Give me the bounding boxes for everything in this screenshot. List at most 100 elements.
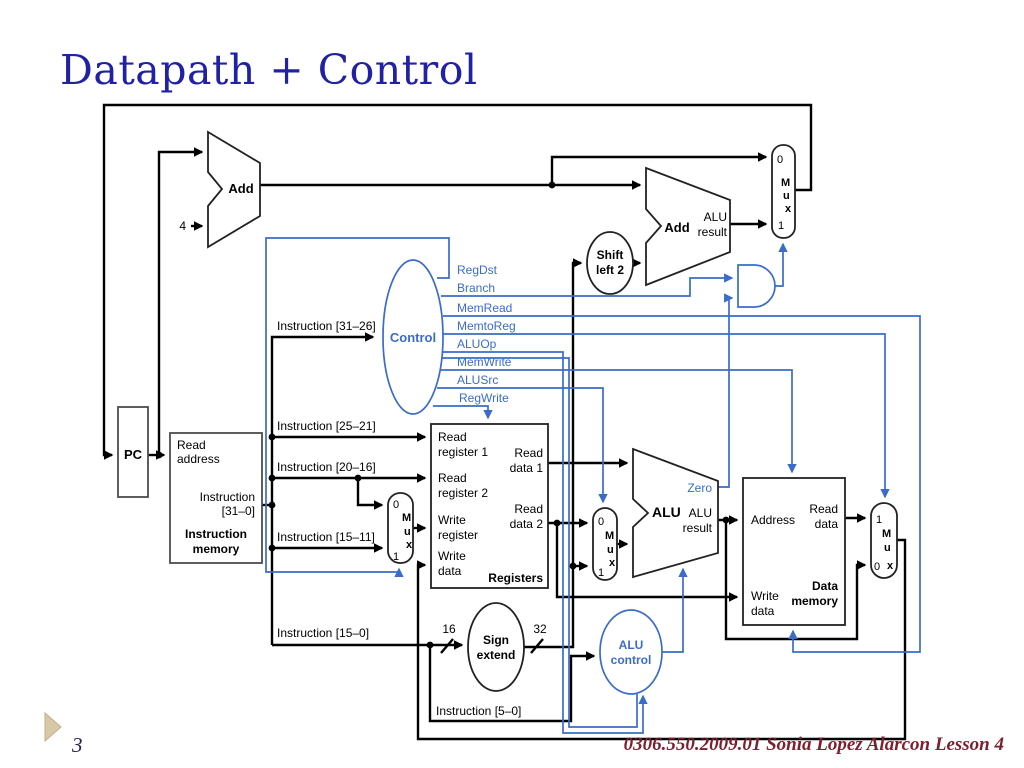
junction-dot <box>268 433 276 441</box>
junction-dot <box>155 451 163 459</box>
junction-dot <box>268 474 276 482</box>
signext-label1: Sign <box>483 633 509 647</box>
regs-rd2-line1: Read <box>514 502 543 516</box>
signal-regdst: RegDst <box>457 263 498 277</box>
add-pc-unit <box>207 130 261 249</box>
mux-0-label: 0 <box>874 561 880 573</box>
alusrc-mux <box>592 507 618 581</box>
shift-left-2-oval <box>586 231 634 295</box>
alu-control-oval <box>599 609 663 695</box>
add-branch-unit <box>645 166 731 287</box>
mux-m-label: M <box>605 530 614 542</box>
pc-feedback-wire <box>102 103 813 460</box>
im-instruction-out-label: Instruction <box>200 490 255 504</box>
dm-read-line1: Read <box>809 502 838 516</box>
dm-write-line1: Write <box>751 589 779 603</box>
alusrc-wire <box>437 387 608 504</box>
field-25-21-label: Instruction [25–21] <box>277 419 376 433</box>
bus32-slash <box>530 638 544 654</box>
data-memory-box <box>742 477 846 626</box>
memtoreg-wire <box>443 333 890 499</box>
regdst-wire <box>265 237 450 577</box>
mux-m-label: M <box>781 177 790 189</box>
registers-box <box>430 423 549 589</box>
regwrite-wire <box>433 405 493 420</box>
memtoreg-mux-labels: 1 M u 0 x <box>874 514 894 573</box>
shift-left-label2: left 2 <box>596 263 624 277</box>
im-name-line2: memory <box>193 542 240 556</box>
mux-u-label: u <box>783 190 790 202</box>
bus32-label: 32 <box>533 622 547 636</box>
regs-rr2-line1: Read <box>438 471 467 485</box>
dm-name-line1: Data <box>812 579 838 593</box>
alucontrol-label1: ALU <box>619 638 644 652</box>
mux-x-label: x <box>785 203 792 215</box>
junction-dot <box>426 641 434 649</box>
slide-footer: 0306.550.2009.01 Sonia Lopez Alarcon Les… <box>623 734 1004 755</box>
alu-zero-label: Zero <box>687 481 712 495</box>
field-20-16-label: Instruction [20–16] <box>277 460 376 474</box>
dm-name-line2: memory <box>791 594 838 608</box>
junction-dots <box>155 181 730 649</box>
memwrite-wire <box>440 369 797 474</box>
field-31-26-label: Instruction [31–26] <box>277 319 376 333</box>
alu-result-bypass-wire <box>724 520 867 641</box>
instruction-memory-box <box>169 432 263 564</box>
mux-0-label: 0 <box>598 516 604 528</box>
signal-memread: MemRead <box>457 301 512 315</box>
junction-dot <box>354 474 362 482</box>
field-15-0-label: Instruction [15–0] <box>277 626 369 640</box>
dm-read-line2: data <box>815 517 839 531</box>
alu-result-line1: ALU <box>689 506 712 520</box>
pc4-to-mux-wire <box>550 152 768 185</box>
signal-memwrite: MemWrite <box>457 355 512 369</box>
im-name-line1: Instruction <box>185 527 247 541</box>
pcsrc-mux <box>771 144 796 239</box>
mux-1-label: 1 <box>876 514 882 526</box>
mux-m-label: M <box>882 528 891 540</box>
regs-wr-line2: register <box>438 528 478 542</box>
mux-1-label: 1 <box>393 551 399 563</box>
control-wires <box>265 237 921 734</box>
mux-u-label: u <box>607 544 614 556</box>
alucontrol-label2: control <box>611 653 652 667</box>
add-branch-result1: ALU <box>704 210 727 224</box>
mux-0-label: 0 <box>393 499 399 511</box>
junction-dot <box>268 501 276 509</box>
regs-rd1-line1: Read <box>514 446 543 460</box>
alusrc-mux-labels: 0 M u x 1 <box>598 516 616 579</box>
signal-alusrc: ALUSrc <box>457 373 498 387</box>
regs-wd-line1: Write <box>438 549 466 563</box>
regs-rd2-line2: data 2 <box>510 517 544 531</box>
junction-dot <box>268 544 276 552</box>
bullet-triangle-icon <box>44 711 62 743</box>
regs-rd1-line2: data 1 <box>510 461 544 475</box>
sign-extend-oval <box>467 602 525 692</box>
alu-unit <box>632 447 719 579</box>
junction-dot <box>553 519 561 527</box>
mux-x-label: x <box>406 539 413 551</box>
aluop-wire-inner <box>441 357 638 728</box>
control-label: Control <box>390 330 436 345</box>
memtoreg-mux <box>870 502 898 579</box>
four-label: 4 <box>179 219 186 233</box>
shift-left-label1: Shift <box>597 248 624 262</box>
signal-aluop: ALUOp <box>457 337 497 351</box>
junction-dot <box>569 562 577 570</box>
junction-dot <box>722 516 730 524</box>
dm-address-label: Address <box>751 513 795 527</box>
zero-wire <box>718 293 734 488</box>
signal-regwrite: RegWrite <box>459 391 509 405</box>
mux-u-label: u <box>404 526 411 538</box>
field-15-11-label: Instruction [15–11] <box>277 530 375 544</box>
regs-rr2-line2: register 2 <box>438 486 488 500</box>
pcsrc-mux-labels: 0 M u x 1 <box>777 154 792 232</box>
signext-label2: extend <box>477 648 516 662</box>
mux-m-label: M <box>402 512 411 524</box>
im-range-label: [31–0] <box>222 504 255 518</box>
regs-wd-line2: data <box>438 564 462 578</box>
alu-result-line2: result <box>683 521 713 535</box>
instr-20-16-mux-wire <box>356 478 384 510</box>
